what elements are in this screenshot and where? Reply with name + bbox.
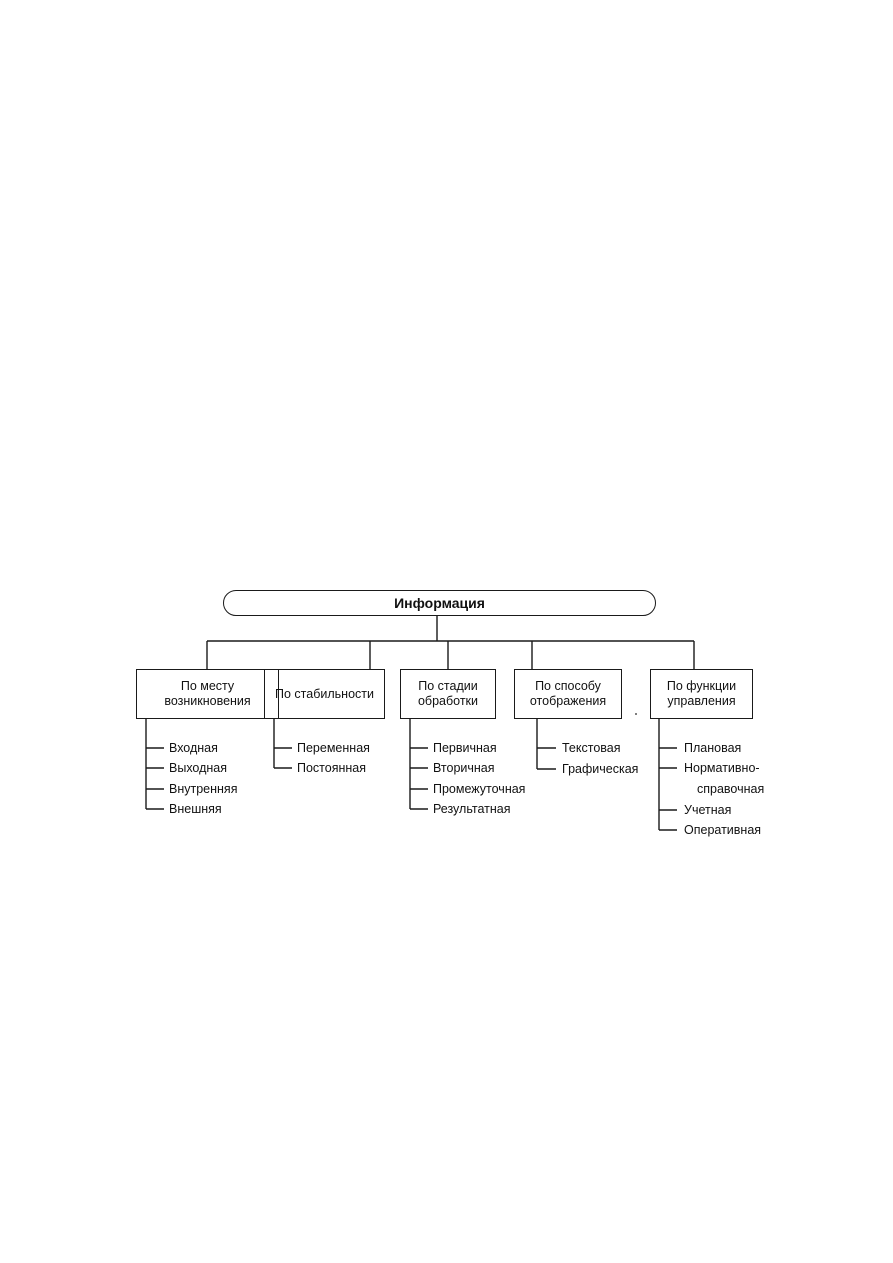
leaf-item: Переменная bbox=[297, 741, 370, 755]
leaf-item: Вторичная bbox=[433, 761, 495, 775]
category-management-function: По функции управления bbox=[650, 669, 753, 719]
leaf-item: Учетная bbox=[684, 803, 732, 817]
leaf-item: Оперативная bbox=[684, 823, 762, 837]
leaf-item: справочная bbox=[697, 782, 765, 796]
leaf-item: Внутренняя bbox=[169, 782, 238, 796]
leaf-item: Нормативно- bbox=[684, 761, 760, 775]
leaf-item: Внешняя bbox=[169, 802, 222, 816]
category-place-of-origin: По месту возникновения bbox=[136, 669, 279, 719]
leaf-item: Плановая bbox=[684, 741, 742, 755]
category-processing-stage: По стадии обработки bbox=[400, 669, 496, 719]
category-stability: По стабильности bbox=[264, 669, 385, 719]
leaf-item: Промежуточная bbox=[433, 782, 526, 796]
leaf-item: Первичная bbox=[433, 741, 497, 755]
leaf-item: Графическая bbox=[562, 762, 639, 776]
root-node: Информация bbox=[223, 590, 656, 616]
leaf-item: Выходная bbox=[169, 761, 228, 775]
scan-speck bbox=[635, 713, 637, 715]
leaf-item: Входная bbox=[169, 741, 218, 755]
leaf-item: Текстовая bbox=[562, 741, 621, 755]
category-display-method: По способу отображения bbox=[514, 669, 622, 719]
leaf-item: Результатная bbox=[433, 802, 511, 816]
leaf-item: Постоянная bbox=[297, 761, 367, 775]
